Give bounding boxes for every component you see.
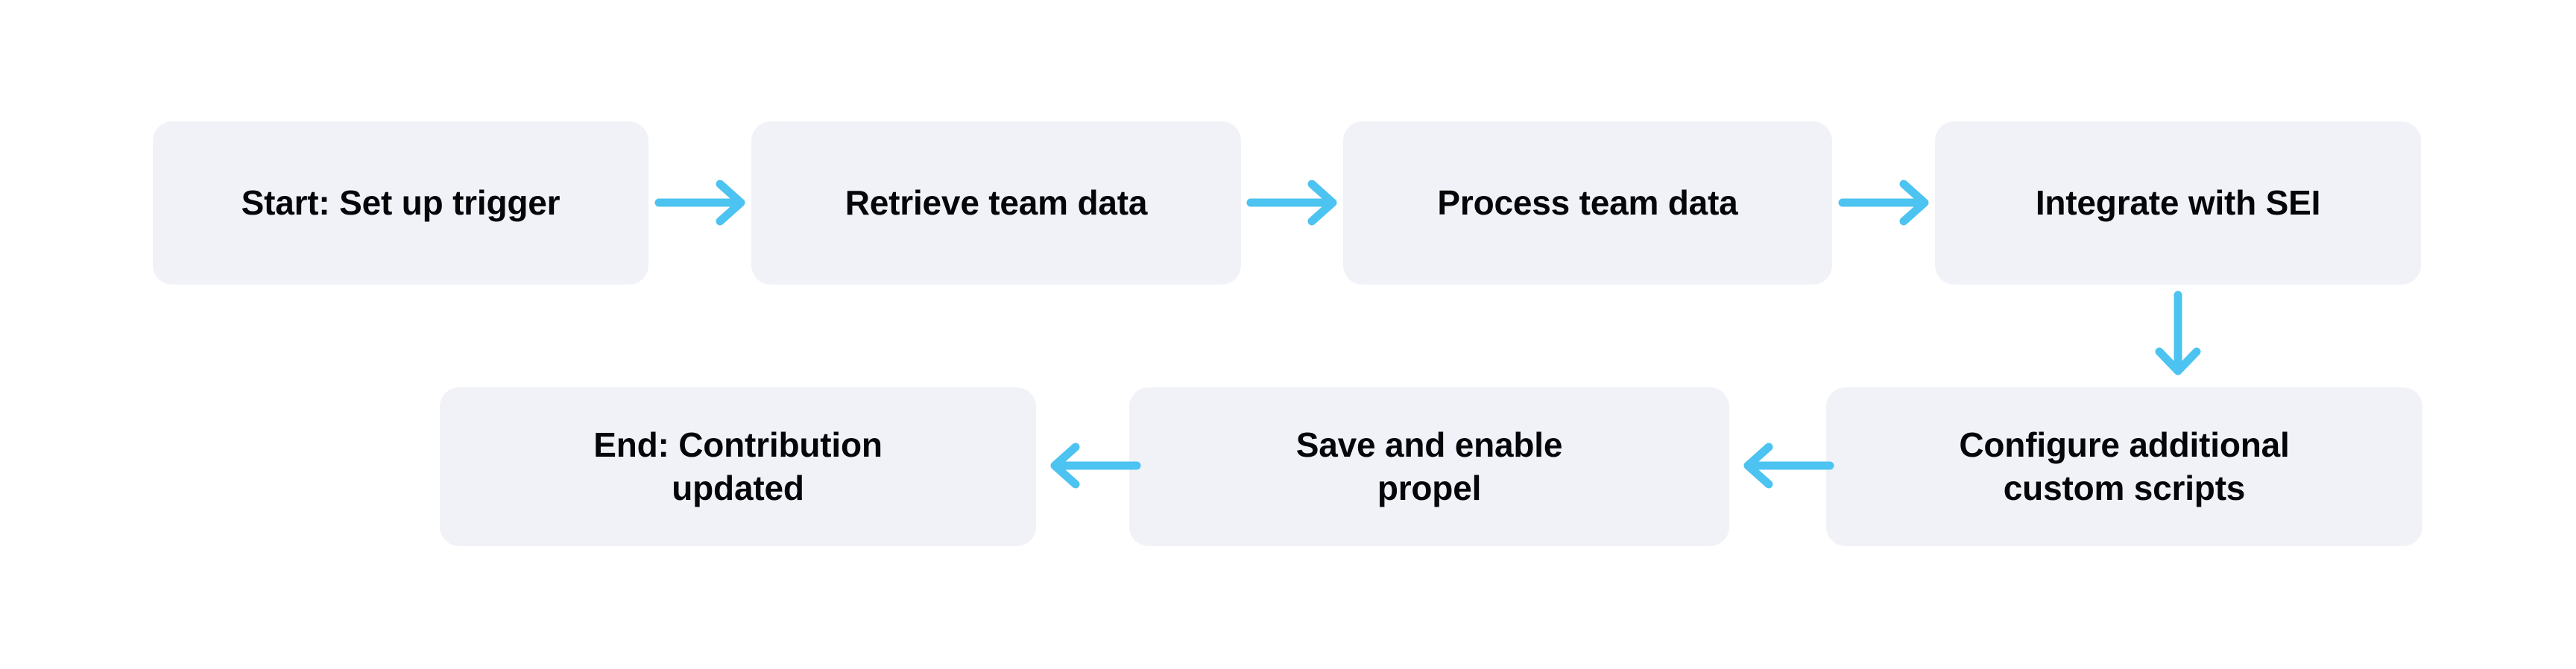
arrow-left-icon xyxy=(1733,432,1837,499)
flow-node-label: Integrate with SEI xyxy=(2035,183,2321,222)
flow-node-label: Start: Set up trigger xyxy=(241,183,561,222)
flow-node-label: Save and enable propel xyxy=(1295,425,1563,507)
flow-node-label: Process team data xyxy=(1437,183,1738,222)
flow-node-label: Configure additional custom scripts xyxy=(1959,425,2290,507)
arrow-right-icon xyxy=(1243,169,1348,236)
arrow-right-icon xyxy=(1835,169,1939,236)
flow-node-label: End: Contribution updated xyxy=(593,425,883,507)
arrow-right-icon xyxy=(651,169,756,236)
flow-node-integrate[interactable]: Integrate with SEI xyxy=(1935,121,2421,285)
flow-node-start[interactable]: Start: Set up trigger xyxy=(153,121,648,285)
flow-node-configure[interactable]: Configure additional custom scripts xyxy=(1826,387,2422,546)
arrow-left-icon xyxy=(1040,432,1144,499)
arrow-down-icon xyxy=(2144,289,2212,386)
flow-node-process[interactable]: Process team data xyxy=(1343,121,1832,285)
flow-node-retrieve[interactable]: Retrieve team data xyxy=(751,121,1241,285)
flow-node-save[interactable]: Save and enable propel xyxy=(1129,387,1729,546)
flow-node-end[interactable]: End: Contribution updated xyxy=(440,387,1036,546)
flow-node-label: Retrieve team data xyxy=(845,183,1148,222)
